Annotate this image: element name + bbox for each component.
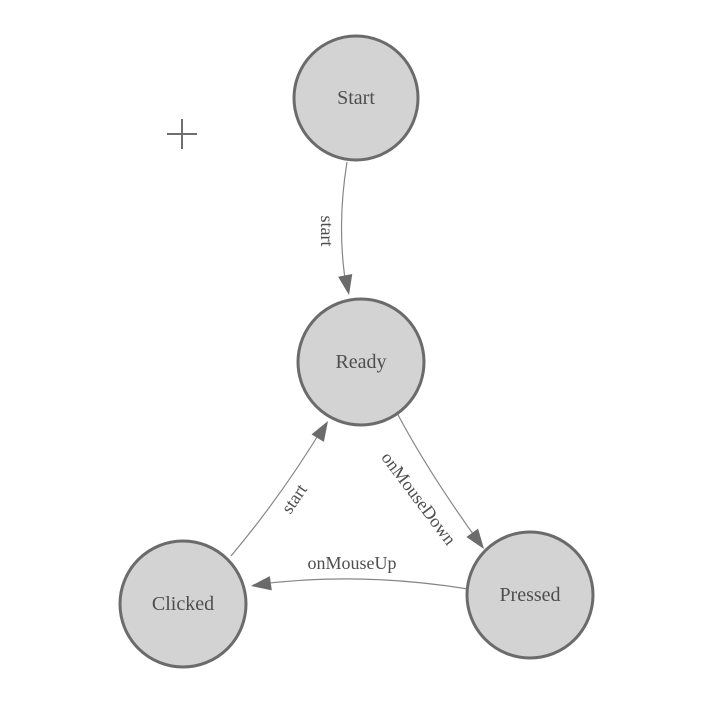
edge-ready-to-pressed[interactable] (396, 412, 482, 546)
node-start-circle[interactable] (292, 34, 420, 162)
node-pressed[interactable]: Pressed (465, 530, 595, 660)
arrowhead-start-to-ready[interactable] (338, 273, 356, 296)
node-clicked[interactable]: Clicked (118, 539, 248, 669)
plus-crosshair-icon (167, 119, 197, 149)
edge-clicked-to-ready[interactable] (230, 423, 326, 557)
node-start-label: Start (337, 87, 375, 109)
edge-label-clicked-to-ready[interactable]: start (277, 480, 311, 517)
node-start[interactable]: Start (292, 34, 420, 162)
node-pressed-label: Pressed (499, 584, 560, 606)
arrowhead-ready-to-pressed[interactable] (466, 528, 489, 554)
node-ready[interactable]: Ready (296, 297, 426, 427)
node-clicked-circle[interactable] (118, 539, 248, 669)
edge-start-to-ready[interactable] (340, 161, 348, 292)
node-ready-label: Ready (335, 351, 386, 373)
node-pressed-circle[interactable] (465, 530, 595, 660)
edge-label-start-to-ready[interactable]: start (317, 216, 337, 247)
node-ready-circle[interactable] (296, 297, 426, 427)
arrowhead-clicked-to-ready[interactable] (311, 417, 335, 442)
arrowhead-pressed-to-clicked[interactable] (250, 576, 272, 593)
node-clicked-label: Clicked (152, 593, 214, 615)
nodes-layer: Start Ready Clicked Pressed (118, 34, 595, 669)
edge-label-pressed-to-clicked[interactable]: onMouseUp (308, 553, 397, 573)
edge-pressed-to-clicked[interactable] (252, 578, 469, 590)
